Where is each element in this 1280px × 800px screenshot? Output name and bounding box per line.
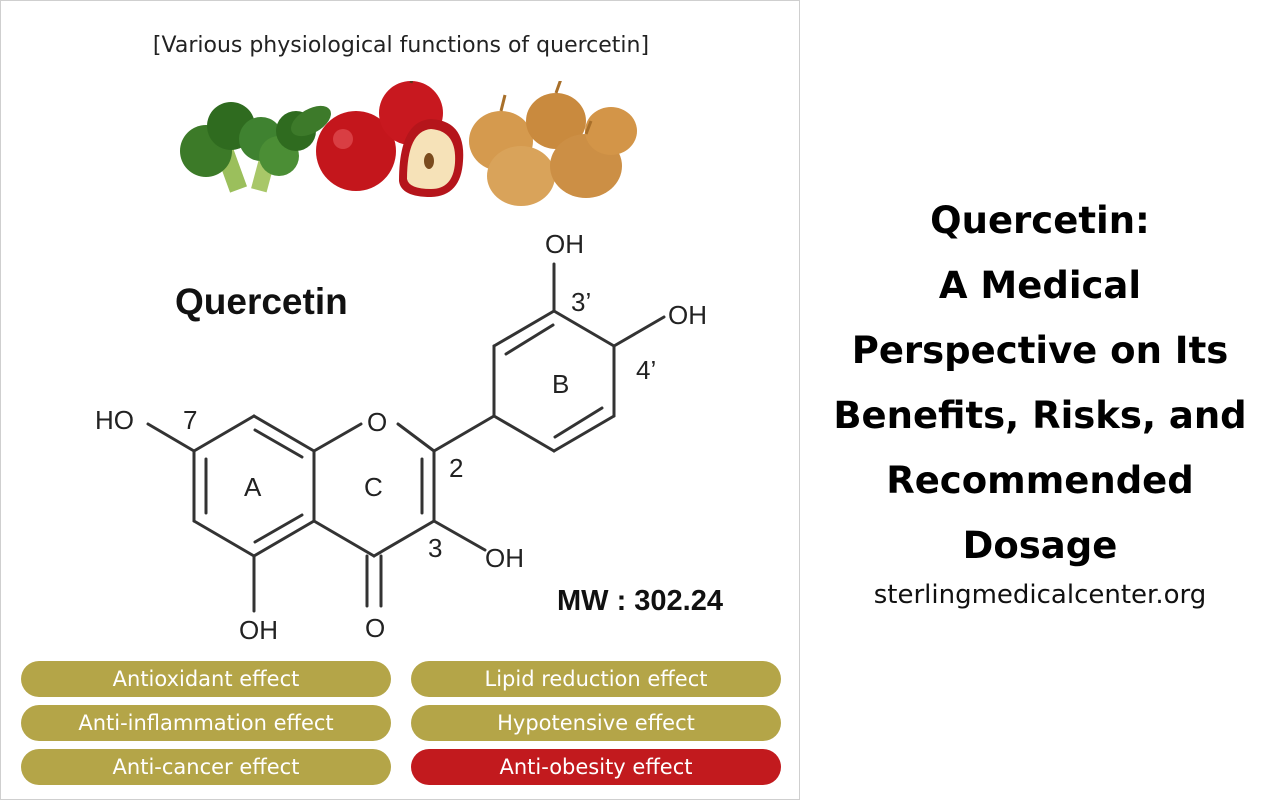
headline-line: Recommended	[886, 459, 1194, 502]
headline-line: Benefits, Risks, and	[833, 394, 1247, 437]
atom-labels: OH 3’ OH 4’ B HO 7 O A C 2 3 OH OH O	[95, 229, 707, 645]
bond-lines	[146, 262, 666, 613]
infographic-panel: [Various physiological functions of quer…	[0, 0, 800, 800]
effect-pill: Anti-inflammation effect	[21, 705, 391, 741]
broccoli-illustration	[180, 102, 331, 193]
headline-line: A Medical	[938, 264, 1142, 307]
effect-pill: Anti-obesity effect	[411, 749, 781, 785]
effect-pill: Lipid reduction effect	[411, 661, 781, 697]
label-oh-5: OH	[239, 615, 278, 645]
label-position-3: 3	[428, 533, 442, 563]
label-position-4prime: 4’	[636, 355, 656, 385]
effect-pill: Antioxidant effect	[21, 661, 391, 697]
headline-line: Perspective on Its	[851, 329, 1229, 372]
food-illustration	[180, 81, 637, 206]
label-ring-c: C	[364, 472, 383, 502]
label-oh-3prime: OH	[545, 229, 584, 259]
molecular-weight: MW : 302.24	[557, 585, 723, 617]
label-position-2: 2	[449, 453, 463, 483]
label-position-3prime: 3’	[571, 287, 591, 317]
effect-pill: Hypotensive effect	[411, 705, 781, 741]
headline-line: Dosage	[962, 524, 1118, 567]
onion-illustration	[469, 81, 637, 206]
label-oh-4prime: OH	[668, 300, 707, 330]
figure-title: [Various physiological functions of quer…	[152, 33, 650, 58]
apple-illustration	[316, 81, 464, 197]
label-ring-a: A	[244, 472, 262, 502]
effect-pill: Anti-cancer effect	[21, 749, 391, 785]
label-ho-7: HO	[95, 405, 134, 435]
label-ring-b: B	[552, 369, 569, 399]
site-url: sterlingmedicalcenter.org	[873, 580, 1207, 610]
quercetin-structure: OH 3’ OH 4’ B HO 7 O A C 2 3 OH OH O	[95, 229, 707, 645]
label-carbonyl-oxygen: O	[365, 613, 385, 643]
article-headline: Quercetin: A Medical Perspective on Its …	[820, 188, 1260, 578]
label-oh-3: OH	[485, 543, 524, 573]
label-position-7: 7	[183, 405, 197, 435]
compound-name: Quercetin	[175, 281, 348, 322]
label-ring-oxygen: O	[367, 407, 387, 437]
headline-line: Quercetin:	[930, 199, 1150, 242]
